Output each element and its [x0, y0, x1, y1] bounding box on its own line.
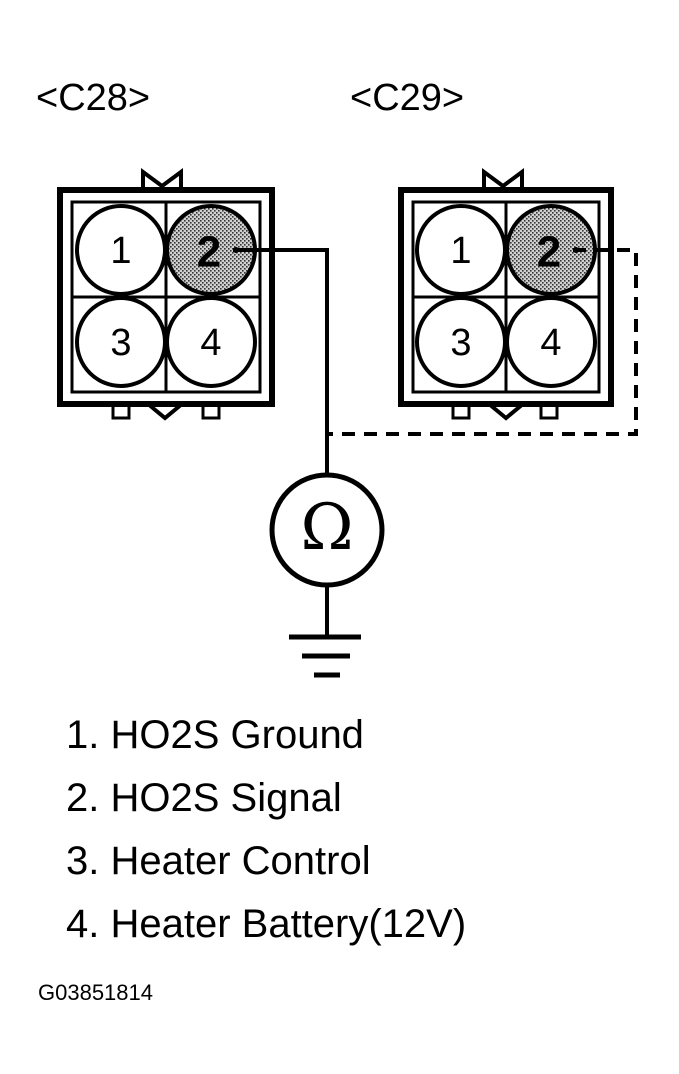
probe-tip-c28: [233, 247, 239, 253]
legend-item-3: 3. Heater Control: [66, 839, 371, 883]
connector-c28: <C28> 1 2 3 4: [36, 77, 275, 421]
probe-lead-c28: [233, 248, 329, 476]
connector-c29-pin-2-label: 2: [537, 228, 561, 277]
connector-c29-pin-1-label: 1: [450, 230, 471, 272]
connector-c28-pin-2-label: 2: [197, 228, 221, 277]
legend-item-1: 1. HO2S Ground: [66, 713, 364, 757]
probe-lead-c29: [327, 248, 638, 436]
connector-c29-key-bottom: [487, 402, 525, 421]
connector-c29-key-top: [482, 168, 524, 190]
connector-c29-pin-3-label: 3: [450, 322, 471, 364]
connector-c28-key-bottom: [146, 402, 184, 421]
connector-c29-pin-4-label: 4: [540, 322, 561, 364]
figure-code: G03851814: [38, 980, 153, 1005]
connector-c28-key-top: [141, 168, 183, 190]
ohmmeter: Ω: [269, 472, 385, 588]
pin-legend: 1. HO2S Ground 2. HO2S Signal 3. Heater …: [66, 704, 466, 956]
connector-c28-pin-4: [165, 296, 257, 388]
connector-c29-pin-4: [505, 296, 597, 388]
connector-c29: <C29> 1 2 3 4: [350, 77, 614, 421]
connector-c29-label: <C29>: [350, 77, 464, 119]
probe-tip-c29: [573, 247, 579, 253]
ohm-icon: Ω: [300, 491, 353, 565]
ground-icon: [289, 634, 361, 678]
legend-item-4: 4. Heater Battery(12V): [66, 902, 467, 946]
legend-item-2: 2. HO2S Signal: [66, 776, 342, 820]
connector-c28-pin-3-label: 3: [110, 322, 131, 364]
connector-c28-pin-4-label: 4: [200, 322, 221, 364]
connector-c28-pin-1-label: 1: [110, 230, 131, 272]
connector-c28-label: <C28>: [36, 77, 150, 119]
